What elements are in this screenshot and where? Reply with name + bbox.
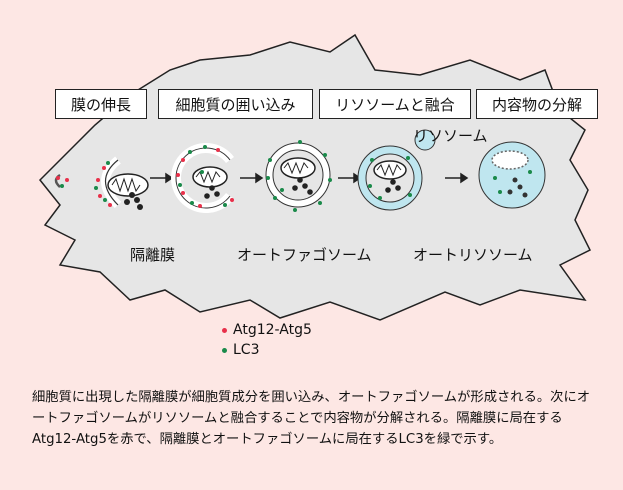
legend-lc3-label: LC3 [233, 342, 260, 358]
label-lysosome-fusion: リソソームと融合 [319, 89, 471, 119]
label-cytoplasm-sequestration: 細胞質の囲い込み [158, 89, 313, 119]
label-membrane-elongation: 膜の伸長 [55, 89, 147, 119]
stage-label-autolysosome: オートリソソーム [413, 246, 533, 264]
legend-lc3-row: LC3 [222, 340, 312, 360]
green-dot-icon [222, 347, 227, 353]
legend-atg-row: Atg12-Atg5 [222, 320, 312, 340]
elongating-phagophore [94, 156, 149, 210]
stage-label-autophagosome: オートファゴソーム [237, 246, 372, 264]
stage-label-isolation-membrane: 隔離膜 [130, 246, 176, 264]
process-arrows [150, 172, 469, 184]
figure-caption: 細胞質に出現した隔離膜が細胞質成分を囲い込み、オートファゴソームが形成される。次… [32, 390, 591, 447]
lysosome-label: リソソーム [413, 127, 488, 145]
fusing-lysosome [357, 129, 436, 211]
autolysosome [478, 141, 546, 209]
isolation-membrane [171, 143, 234, 213]
autophagosome [265, 140, 332, 212]
legend-atg-label: Atg12-Atg5 [233, 322, 312, 338]
label-content-degradation: 内容物の分解 [476, 89, 598, 119]
nucleation-membrane [54, 173, 69, 188]
red-dot-icon [222, 327, 227, 333]
legend: Atg12-Atg5 LC3 [222, 320, 312, 360]
